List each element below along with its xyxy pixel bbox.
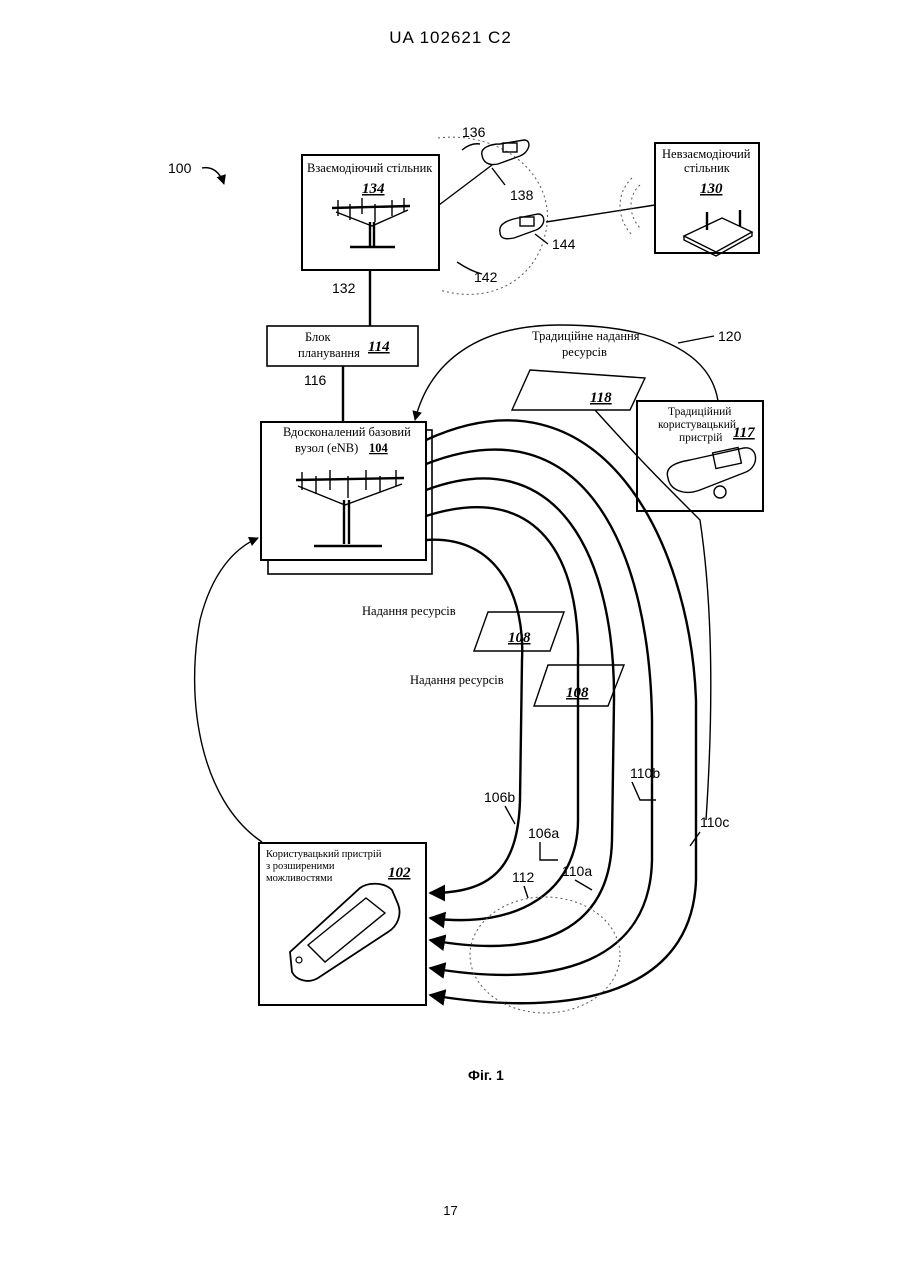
grant-label-1: Надання ресурсів [362,604,456,618]
legacy-ue-ref: 117 [733,425,755,441]
label-120: 120 [718,328,742,344]
scheduler-ref: 114 [368,339,390,355]
legacy-ue-line1: Традиційний [668,406,731,418]
label-106b: 106b [484,789,515,805]
label-110a: 110a [562,863,592,879]
label-106a: 106a [528,825,559,841]
enhanced-ue-line1: Користувацький пристрій [266,849,382,860]
scheduler-line1: Блок [305,330,332,344]
label-116: 116 [304,372,327,388]
legacy-ue-line3: пристрій [679,432,722,444]
label-138: 138 [510,187,534,203]
enb-line2: вузол (eNB) [295,441,358,455]
label-110b: 110b [630,765,660,781]
non-interacting-cell-title-1: Невзаємодіючий [662,147,751,161]
link-106a [426,507,578,920]
label-136: 136 [462,124,486,140]
page-number: 17 [0,1203,901,1218]
label-144: 144 [552,236,576,252]
enb-ref: 104 [369,441,389,455]
label-132: 132 [332,280,356,296]
enb-line1: Вдосконалений базовий [283,425,411,439]
figure-caption: Фіг. 1 [468,1067,504,1083]
link-110b [426,450,652,975]
non-interacting-cell-ref: 130 [700,181,723,197]
legacy-grant-line1: Традиційне надання [532,329,640,343]
scheduler-line2: планування [298,346,360,360]
legacy-ue-line2: користувацький [658,419,736,431]
non-interacting-cell-title-2: стільник [684,161,731,175]
ref-100: 100 [168,160,192,176]
grant-ref-1: 108 [508,630,531,646]
label-112: 112 [512,869,535,885]
interacting-cell-title: Взаємодіючий стільник [307,161,433,175]
legacy-grant-line2: ресурсів [562,345,607,359]
grant-label-2: Надання ресурсів [410,673,504,687]
interacting-cell-ref: 134 [362,181,385,197]
legacy-grant-shape [512,370,645,410]
enhanced-ue-line2: з розширеними [266,861,335,872]
label-110c: 110c [700,814,729,830]
ref-100-arrow [202,168,224,184]
feedback-arc [195,538,262,842]
enhanced-ue-line3: можливостями [266,873,333,884]
enhanced-ue-ref: 102 [388,865,411,881]
link-106b [426,540,522,893]
label-142: 142 [474,269,498,285]
legacy-grant-ref: 118 [590,390,612,406]
